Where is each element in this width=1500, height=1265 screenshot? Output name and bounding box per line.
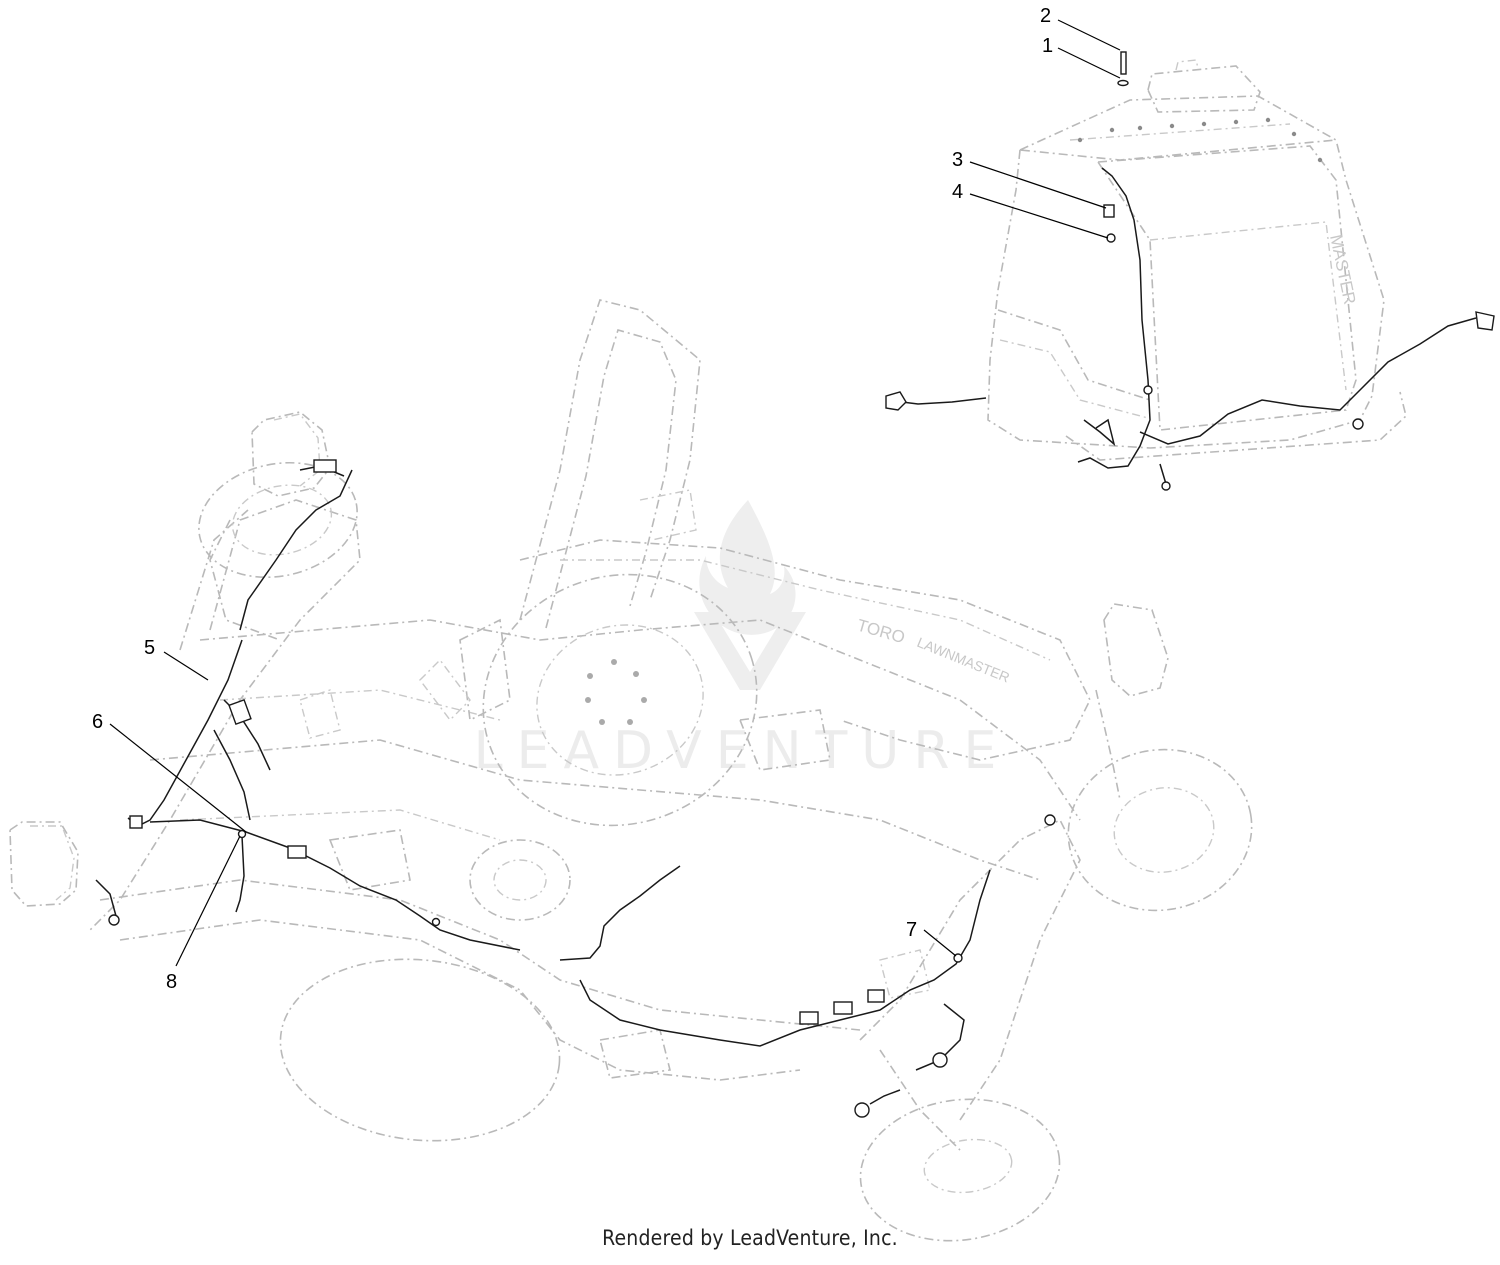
callout-6-label: 6 — [92, 711, 103, 733]
callout-1: 1 — [1042, 35, 1121, 79]
hood-body — [519, 539, 1091, 761]
svg-text:LAWNMASTER: LAWNMASTER — [915, 634, 1012, 686]
callout-5-label: 5 — [144, 637, 155, 659]
connector-block-b — [833, 1001, 853, 1015]
bagger-assembly: MASTER — [885, 51, 1495, 491]
bagger-switch-part — [1103, 204, 1115, 218]
watermark-text: LEADVENTURE — [474, 721, 1011, 781]
bagger-harness-wire — [1077, 167, 1151, 469]
main-harness-wire — [127, 639, 243, 827]
watermark-v-icon — [694, 612, 806, 690]
render-credit-footer: Rendered by LeadVenture, Inc. — [602, 1226, 898, 1250]
harness-switch-part — [228, 698, 252, 726]
bagger-right-connector — [1475, 311, 1495, 331]
callout-5: 5 — [144, 637, 209, 681]
callout-1-label: 1 — [1042, 35, 1053, 57]
callout-4: 4 — [952, 181, 1109, 239]
callout-2: 2 — [1040, 5, 1121, 51]
callout-8-label: 8 — [166, 971, 177, 993]
watermark: LEADVENTURE — [474, 500, 1011, 781]
rear-drive-wheel — [482, 573, 758, 827]
callout-4-label: 4 — [952, 181, 963, 203]
hood-brand-text: TORO — [855, 616, 907, 648]
harness-relay-part — [287, 845, 307, 859]
bolt-part — [1120, 51, 1127, 75]
connector-block-c — [867, 989, 885, 1003]
callout-3-label: 3 — [952, 149, 963, 171]
harness-plug-part — [854, 1102, 870, 1118]
callout-2-label: 2 — [1040, 5, 1051, 27]
bagger-decal-text: MASTER — [1326, 233, 1359, 306]
rops-roll-bar — [519, 299, 701, 621]
right-headlight — [9, 821, 79, 907]
callout-8: 8 — [166, 835, 241, 993]
bagger-screw-part — [1106, 233, 1116, 243]
bagger-left-connector — [885, 391, 907, 411]
watermark-flame-icon — [699, 500, 796, 635]
callout-6: 6 — [92, 711, 247, 833]
callout-3: 3 — [952, 149, 1107, 209]
cable-tie-part — [237, 829, 247, 839]
headlight-connector-left — [313, 459, 337, 473]
headlight-connector-right — [129, 815, 143, 829]
washer-part — [1117, 79, 1129, 87]
callout-7-label: 7 — [906, 919, 917, 941]
callout-7: 7 — [906, 919, 957, 957]
connector-block-a — [799, 1011, 819, 1025]
